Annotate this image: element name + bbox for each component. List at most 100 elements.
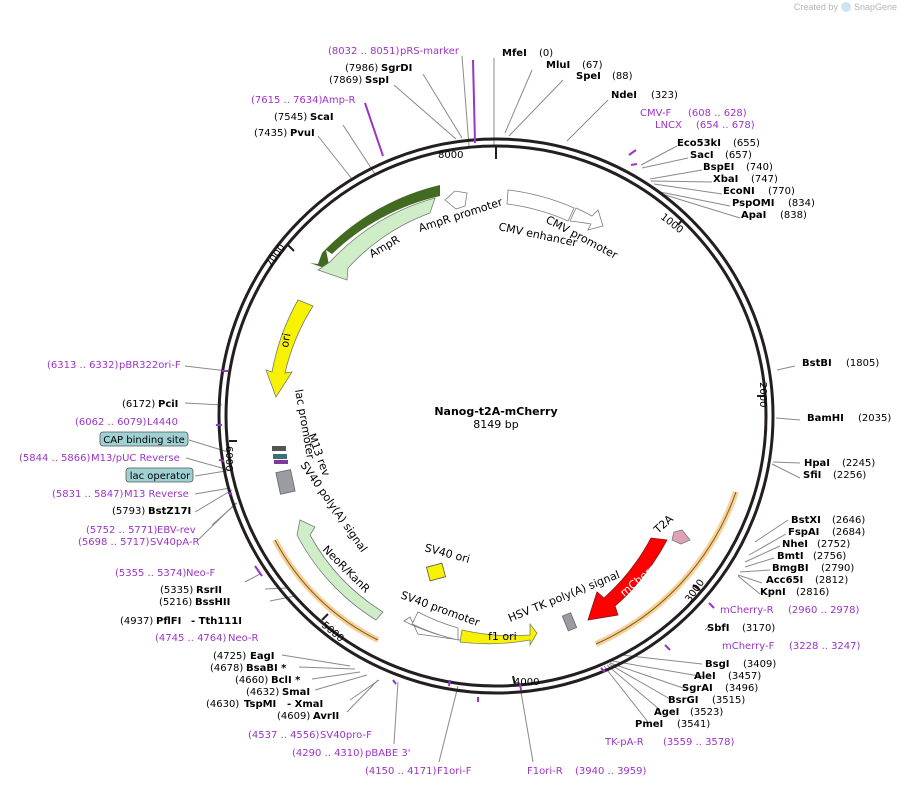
site-alei-pos: (3457): [728, 671, 761, 682]
credit: Created by SnapGene: [794, 2, 897, 12]
t2a-feature: [671, 529, 691, 545]
sv40-ori-box: [425, 562, 447, 582]
credit-text: Created by: [793, 2, 838, 12]
site-neo-r-pos: (4745 .. 4764): [155, 633, 227, 644]
site-scai-pos: (7545): [274, 112, 307, 123]
site-bamhi: BamHI: [807, 413, 844, 424]
site-nhei-pos: (2752): [817, 539, 850, 550]
site-pbr322ori-f-pos: (6313 .. 6332): [47, 360, 119, 371]
site-xmai: - XmaI: [287, 699, 323, 710]
site-eagi-pos: (4725): [213, 651, 246, 662]
site-tspmi-pos: (4630): [206, 699, 239, 710]
site-xbai: XbaI: [713, 174, 738, 185]
label-f1-ori: f1 ori: [488, 630, 517, 643]
site-ampr-primer: Amp-R: [322, 95, 356, 106]
site-f1ori-f: F1ori-F: [437, 766, 472, 777]
label-lac-operator: lac operator: [130, 471, 191, 482]
site-sv40pa-r: SV40pA-R: [150, 537, 199, 548]
label-sv40-ori: SV40 ori: [423, 541, 471, 566]
site-bmgbi-pos: (2790): [821, 563, 854, 574]
site-bamhi-pos: (2035): [858, 413, 891, 424]
site-sgrdi-pos: (7986): [345, 63, 378, 74]
site-pvui-pos: (7435): [254, 128, 287, 139]
site-spei-pos: (88): [612, 71, 633, 82]
site-labels: (8032 .. 8051) pRS-marker MfeI (0) MluI …: [19, 46, 891, 777]
site-bstxi: BstXI: [791, 515, 821, 526]
site-eagi: EagI: [250, 651, 274, 662]
plasmid-name: Nanog-t2A-mCherry: [434, 405, 557, 418]
site-sfii-pos: (2256): [833, 470, 866, 481]
site-acc65i: Acc65I: [766, 575, 803, 586]
boxed-labels: CAP binding site lac operator: [99, 431, 194, 483]
tick-1000: 1000: [658, 212, 685, 236]
site-rsrii-pos: (5335): [160, 585, 193, 596]
site-mfei-pos: (0): [539, 48, 553, 59]
site-rsrii: RsrII: [196, 585, 222, 596]
site-ampr-primer-pos: (7615 .. 7634): [251, 95, 323, 106]
site-bsgi-pos: (3409): [743, 659, 776, 670]
site-ebv-rev: EBV-rev: [157, 525, 196, 536]
lac-operator-label-box: [125, 467, 194, 483]
site-neo-f: Neo-F: [186, 568, 216, 579]
site-sv40pro-f-pos: (4537 .. 4556): [248, 730, 320, 741]
site-bstxi-pos: (2646): [832, 515, 865, 526]
site-bstz17i-pos: (5793): [112, 506, 145, 517]
site-pspomi: PspOMI: [732, 198, 774, 209]
site-pflfi: PflFI: [156, 616, 181, 627]
site-cmv-f-pos: (608 .. 628): [688, 108, 747, 119]
site-saci-pos: (657): [725, 150, 752, 161]
cmv-promoter-arrow: [569, 207, 604, 231]
site-scai: ScaI: [310, 112, 334, 123]
site-mcherry-f: mCherry-F: [722, 641, 775, 652]
site-bspei: BspEI: [703, 162, 734, 173]
site-bsgi: BsgI: [705, 659, 729, 670]
site-agei: AgeI: [654, 707, 679, 718]
site-sspi: SspI: [365, 75, 389, 86]
site-lncx-pos: (654 .. 678): [696, 120, 755, 131]
site-bcli: BclI *: [271, 675, 301, 686]
site-pbabe-3-pos: (4290 .. 4310): [292, 748, 364, 759]
site-pvui: PvuI: [290, 128, 315, 139]
site-m13-reverse-pos: (5831 .. 5847): [52, 489, 124, 500]
site-smai-pos: (4632): [246, 687, 279, 698]
site-sbfi: SbfI: [707, 623, 729, 634]
site-sspi-pos: (7869): [329, 75, 362, 86]
site-sv40pa-r-pos: (5698 .. 5717): [78, 537, 150, 548]
site-ndei: NdeI: [611, 90, 637, 101]
site-pcii: PciI: [158, 399, 178, 410]
site-pspomi-pos: (834): [788, 198, 815, 209]
site-ndei-pos: (323): [651, 90, 678, 101]
site-pmei-pos: (3541): [677, 719, 710, 730]
ampr-feature: [310, 185, 440, 270]
site-bsabi: BsaBI *: [246, 663, 287, 674]
site-mlui-pos: (67): [582, 60, 603, 71]
site-pbr322ori-f: pBR322ori-F: [119, 360, 181, 371]
f1-ori-arrow: [459, 622, 538, 647]
site-l4440: L4440: [147, 417, 178, 428]
site-neo-f-pos: (5355 .. 5374): [115, 568, 187, 579]
site-tk-pa-r-pos: (3559 .. 3578): [663, 737, 735, 748]
site-bsrgi-pos: (3515): [712, 695, 745, 706]
cap-site-box: [273, 454, 287, 459]
site-apai-pos: (838): [780, 210, 807, 221]
site-eco53ki: Eco53kI: [677, 138, 721, 149]
neor-kanr-arrow: [296, 519, 384, 621]
site-mfei: MfeI: [502, 48, 527, 59]
site-fspai: FspAI: [788, 527, 819, 538]
site-bmgbi: BmgBI: [772, 563, 809, 574]
cap-binding-site-box: [99, 431, 189, 447]
ampr-promoter-arrow: [444, 190, 468, 210]
sv40-polya-box: [275, 469, 296, 495]
site-pmei: PmeI: [635, 719, 663, 730]
site-mcherry-r-pos: (2960 .. 2978): [788, 605, 860, 616]
site-mcherry-f-pos: (3228 .. 3247): [789, 641, 861, 652]
site-spei: SpeI: [576, 71, 601, 82]
site-pcii-pos: (6172): [122, 399, 155, 410]
tick-8000: 8000: [438, 150, 463, 161]
site-cmv-f: CMV-F: [640, 108, 671, 119]
lac-promoter-box: [272, 446, 286, 451]
tick-6000: 6000: [223, 446, 234, 471]
site-neo-r: Neo-R: [228, 633, 259, 644]
lac-operator-box: [274, 460, 288, 464]
site-econi: EcoNI: [723, 186, 755, 197]
